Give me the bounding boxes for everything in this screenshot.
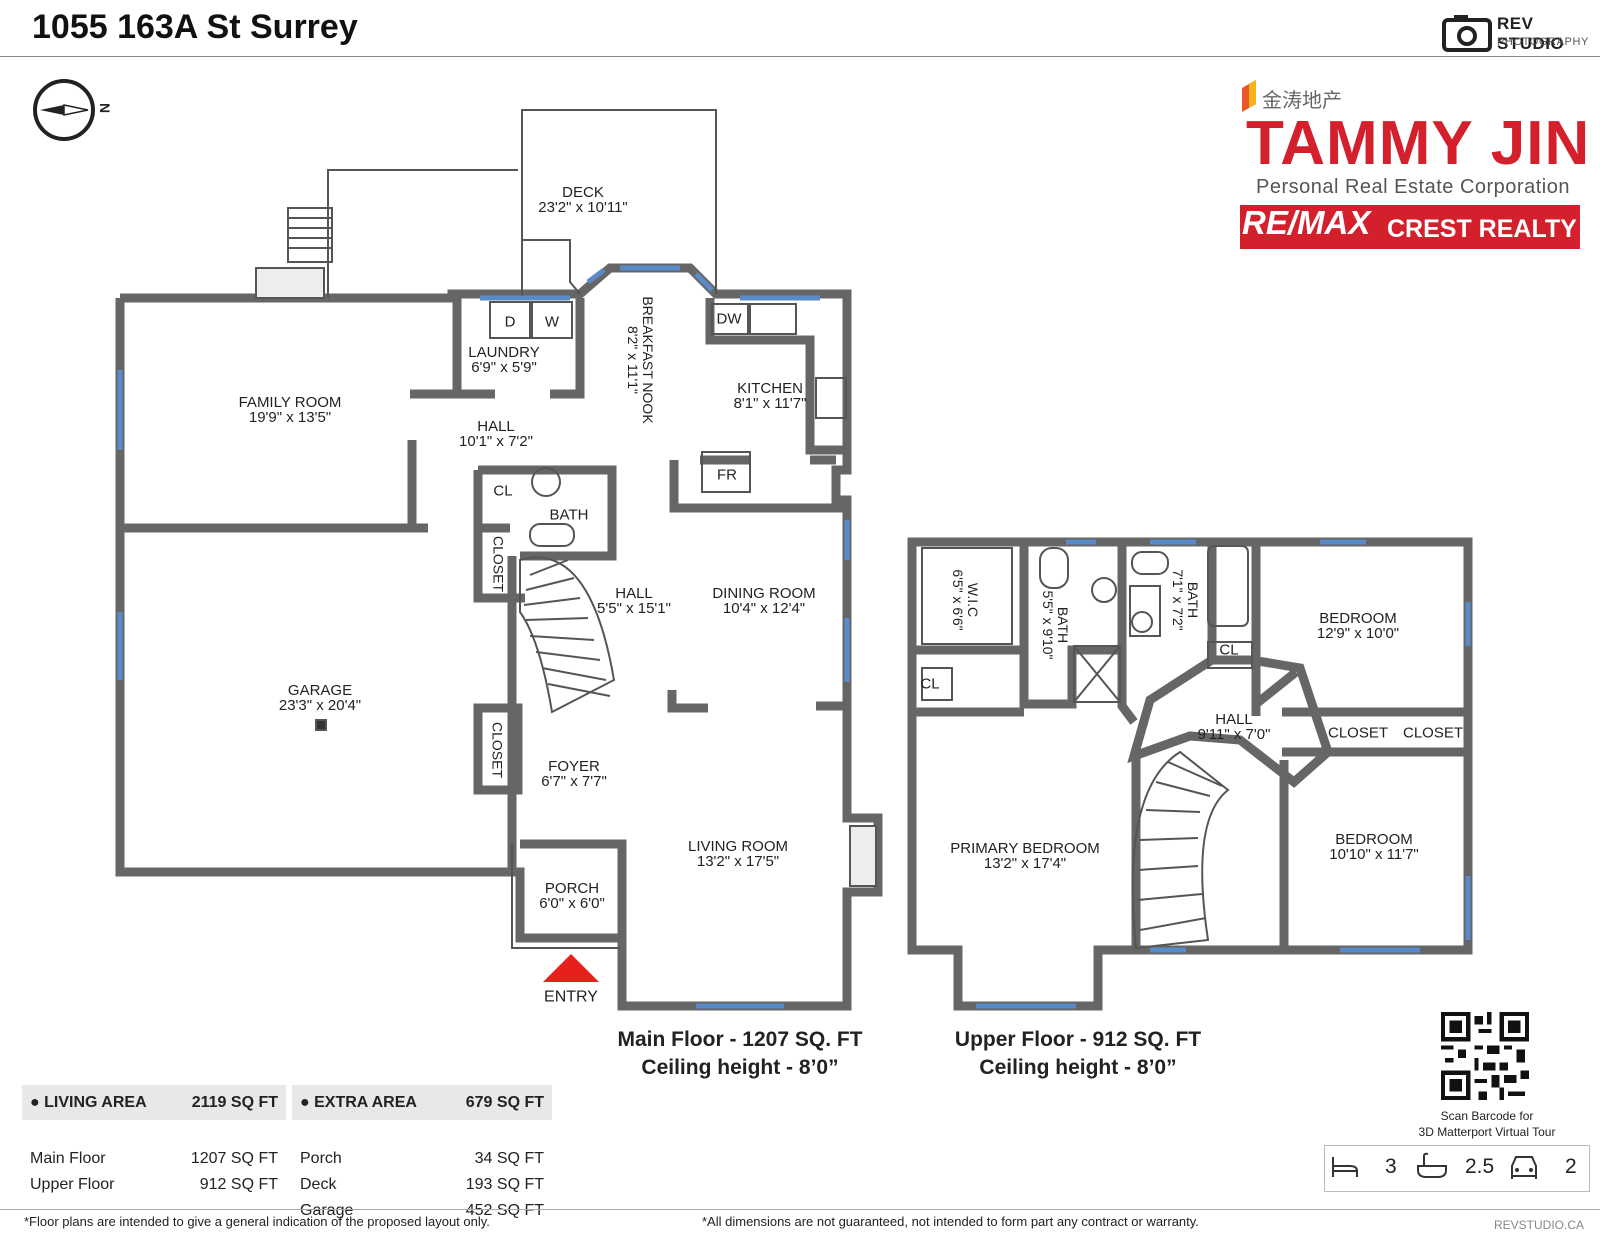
entry-arrow-icon (543, 954, 599, 982)
bed-icon (1332, 1157, 1358, 1177)
bed-count: 3 (1385, 1155, 1397, 1178)
camera-icon (1442, 15, 1492, 52)
dishwasher-label: DW (716, 310, 742, 328)
parking-count: 2 (1565, 1155, 1577, 1178)
entry-label: ENTRY (544, 988, 598, 1006)
extra-area-header: ● EXTRA AREA (292, 1085, 445, 1120)
studio-subtitle: PHOTOGRAPHY (1497, 36, 1589, 48)
header-divider (0, 56, 1600, 57)
closet-label-upper-4: CLOSET (1402, 724, 1464, 742)
bathtub-icon (1417, 1152, 1447, 1178)
qr-code[interactable] (1441, 1012, 1529, 1100)
compass-icon (33, 79, 95, 141)
studio-name: REV STUDIO (1497, 14, 1565, 53)
car-icon (1511, 1156, 1537, 1179)
agent-name: TAMMY JIN (1246, 109, 1591, 178)
closet-label: CL (493, 482, 513, 500)
brokerage-name: RE/MAX (1242, 204, 1371, 241)
property-stats (1324, 1145, 1590, 1192)
brokerage-suffix: CREST REALTY (1387, 215, 1577, 243)
bath-label: BATH (549, 506, 589, 524)
fridge-label: FR (717, 466, 737, 484)
brand-chinese-name: 金涛地产 (1262, 90, 1342, 112)
bath-count: 2.5 (1465, 1155, 1495, 1178)
bullet-icon: ● (30, 1093, 45, 1111)
closet-label-2: CLOSET (489, 721, 506, 779)
closet-label-1: CLOSET (490, 535, 507, 593)
bullet-icon: ● (300, 1093, 315, 1111)
brokerage-banner (1240, 205, 1580, 249)
closet-label-upper-1: CL (1219, 641, 1239, 659)
footer-disclaimer-center: *All dimensions are not guaranteed, not … (702, 1214, 1199, 1229)
closet-label-upper-2: CL (920, 675, 940, 693)
footer-divider (0, 1209, 1600, 1210)
agent-title: Personal Real Estate Corporation (1256, 176, 1570, 198)
footer-website-link[interactable]: REVSTUDIO.CA (1493, 1218, 1584, 1232)
washer-label: W (544, 313, 560, 331)
living-area-total: 2119 SQ FT (170, 1085, 286, 1120)
brand-logo-icon (1242, 80, 1256, 112)
extra-area-total: 679 SQ FT (444, 1085, 552, 1120)
dryer-label: D (504, 313, 516, 331)
footer-disclaimer-left: *Floor plans are intended to give a gene… (24, 1214, 490, 1229)
closet-label-upper-3: CLOSET (1327, 724, 1389, 742)
living-area-header: ● LIVING AREA (22, 1085, 171, 1120)
page-title: 1055 163A St Surrey (32, 8, 358, 46)
